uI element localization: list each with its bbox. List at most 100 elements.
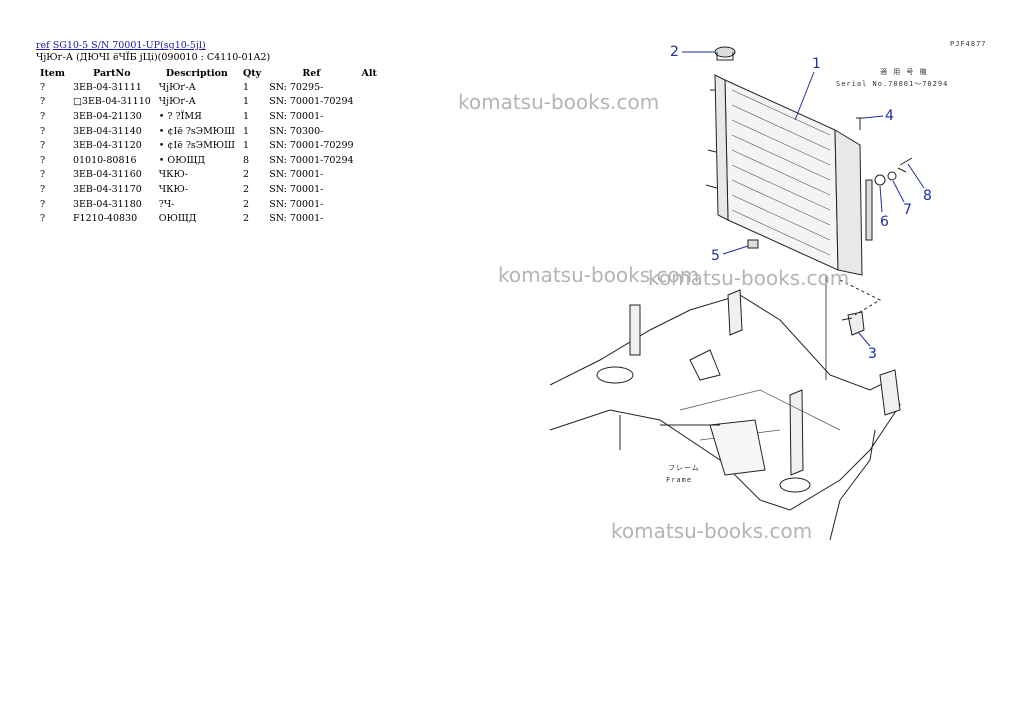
parts-table: Item PartNo Description Qty Ref Alt ? 3E…	[36, 66, 381, 226]
applicable-label: 適 用 号 機	[880, 67, 928, 76]
cell-partno: 3EB-04-31160	[72, 169, 142, 181]
cell-qty: 2	[243, 213, 250, 225]
cell-qty: 1	[243, 140, 250, 152]
frame-structure	[549, 294, 901, 511]
ref-link[interactable]: ref	[36, 40, 50, 51]
cell-item: ?	[40, 154, 46, 166]
cell-alt	[358, 197, 381, 212]
table-row: ? 3EB-04-31120 • ¢Іё ?sЭМЮШ 1 SN: 70001-…	[36, 138, 381, 153]
cell-partno: F1210-40830	[72, 213, 138, 225]
cell-partno: 3EB-04-31111	[72, 81, 142, 93]
cell-qty: 2	[243, 198, 250, 210]
cell-partno: 3EB-04-31170	[72, 183, 142, 195]
cell-qty: 8	[243, 154, 250, 166]
cell-item: ?	[40, 213, 46, 225]
cell-description: • ОЮЩД	[158, 154, 206, 166]
watermark-text: komatsu-books.com	[458, 90, 660, 114]
cell-description: ЧКЮ-	[158, 169, 189, 181]
cell-partno: 3EB-04-21130	[72, 110, 142, 122]
table-row: ? 3EB-04-31160 ЧКЮ- 2 SN: 70001-	[36, 168, 381, 183]
cell-item: ?	[40, 140, 46, 152]
page-subtitle: ЧјЮґ-А (ДЮЧІ ёЧЇБ јЦі)(090010 : C4110-01…	[36, 52, 271, 63]
cell-alt	[358, 95, 381, 110]
cell-description: ЧјЮґ-А	[158, 81, 196, 93]
callout-6: 6	[880, 214, 889, 230]
cell-ref: SN: 70001-	[269, 213, 324, 225]
cell-qty: 1	[243, 125, 250, 137]
callout-4: 4	[885, 108, 894, 124]
table-row: ? 3EB-04-31111 ЧјЮґ-А 1 SN: 70295-	[36, 80, 381, 95]
cell-qty: 2	[243, 169, 250, 181]
cell-ref: SN: 70001-70299	[269, 140, 354, 152]
cell-alt	[358, 124, 381, 139]
table-row: ? □3EB-04-31110 ЧјЮґ-А 1 SN: 70001-70294	[36, 95, 381, 110]
cell-alt	[358, 138, 381, 153]
cell-qty: 2	[243, 183, 250, 195]
table-row: ? 3EB-04-31180 ?Ч- 2 SN: 70001-	[36, 197, 381, 212]
cell-ref: SN: 70001-	[269, 169, 324, 181]
cell-qty: 1	[243, 81, 250, 93]
cell-item: ?	[40, 198, 46, 210]
cell-ref: SN: 70001-	[269, 183, 324, 195]
table-row: ? F1210-40830 ОЮЩД 2 SN: 70001-	[36, 211, 381, 226]
radiator-core	[724, 79, 839, 271]
col-alt: Alt	[361, 67, 377, 79]
cell-item: ?	[40, 125, 46, 137]
cell-partno: 01010-80816	[72, 154, 137, 166]
cell-alt	[358, 153, 381, 168]
cell-ref: SN: 70300-	[269, 125, 324, 137]
table-row: ? 01010-80816 • ОЮЩД 8 SN: 70001-70294	[36, 153, 381, 168]
cell-description: • ¢Іё ?sЭМЮШ	[158, 125, 235, 137]
callout-2: 2	[670, 44, 679, 60]
callout-5: 5	[711, 248, 720, 264]
frame-label-jp: フレーム	[668, 464, 700, 472]
table-row: ? 3EB-04-31140 • ¢Іё ?sЭМЮШ 1 SN: 70300-	[36, 124, 381, 139]
drawing-code: PJF4877	[950, 40, 987, 48]
cell-description: ЧјЮґ-А	[158, 96, 196, 108]
cell-ref: SN: 70001-70294	[269, 154, 354, 166]
cell-alt	[358, 168, 381, 183]
filler-cap	[714, 46, 736, 58]
document-header: ref SG10-5 S/N 70001-UP(sg10-5jl) ЧјЮґ-А…	[36, 40, 270, 64]
cell-ref: SN: 70001-	[269, 110, 324, 122]
col-description: Description	[165, 67, 228, 79]
cell-description: ОЮЩД	[158, 213, 197, 225]
watermark-text: komatsu-books.com	[498, 263, 700, 287]
cell-item: ?	[40, 81, 46, 93]
col-item: Item	[40, 67, 65, 79]
frame-label: Frame	[666, 476, 692, 484]
cell-ref: SN: 70001-	[269, 198, 324, 210]
cell-description: ?Ч-	[158, 198, 175, 210]
cell-partno: 3EB-04-31120	[72, 140, 142, 152]
table-row: ? 3EB-04-31170 ЧКЮ- 2 SN: 70001-	[36, 182, 381, 197]
cell-qty: 1	[243, 96, 250, 108]
cell-alt	[358, 109, 381, 124]
watermark-text: komatsu-books.com	[648, 266, 850, 290]
cell-item: ?	[40, 169, 46, 181]
callout-3: 3	[868, 346, 877, 362]
cell-item: ?	[40, 96, 46, 108]
model-link[interactable]: SG10-5 S/N 70001-UP(sg10-5jl)	[52, 40, 206, 51]
table-header-row: Item PartNo Description Qty Ref Alt	[36, 66, 381, 80]
cell-description: • ? ?ЇМЯ	[158, 110, 202, 122]
cell-ref: SN: 70001-70294	[269, 96, 354, 108]
cell-description: • ¢Іё ?sЭМЮШ	[158, 140, 235, 152]
cell-alt	[358, 211, 381, 226]
col-qty: Qty	[243, 67, 262, 79]
table-row: ? 3EB-04-21130 • ? ?ЇМЯ 1 SN: 70001-	[36, 109, 381, 124]
serial-note: Serial No.70001～70294	[836, 80, 948, 88]
cell-partno: 3EB-04-31180	[72, 198, 142, 210]
col-ref: Ref	[302, 67, 321, 79]
col-partno: PartNo	[93, 67, 131, 79]
cell-alt	[358, 80, 381, 95]
cell-item: ?	[40, 183, 46, 195]
exploded-parts-diagram: PJF4877 適 用 号 機 Serial No.70001～70294 フレ…	[549, 40, 987, 541]
cell-ref: SN: 70295-	[269, 81, 324, 93]
callout-8: 8	[923, 188, 932, 204]
callout-1: 1	[812, 56, 821, 72]
cell-qty: 1	[243, 110, 250, 122]
cell-partno: □3EB-04-31110	[72, 96, 151, 108]
cell-description: ЧКЮ-	[158, 183, 189, 195]
watermark-text: komatsu-books.com	[611, 519, 813, 543]
callout-7: 7	[903, 202, 912, 218]
